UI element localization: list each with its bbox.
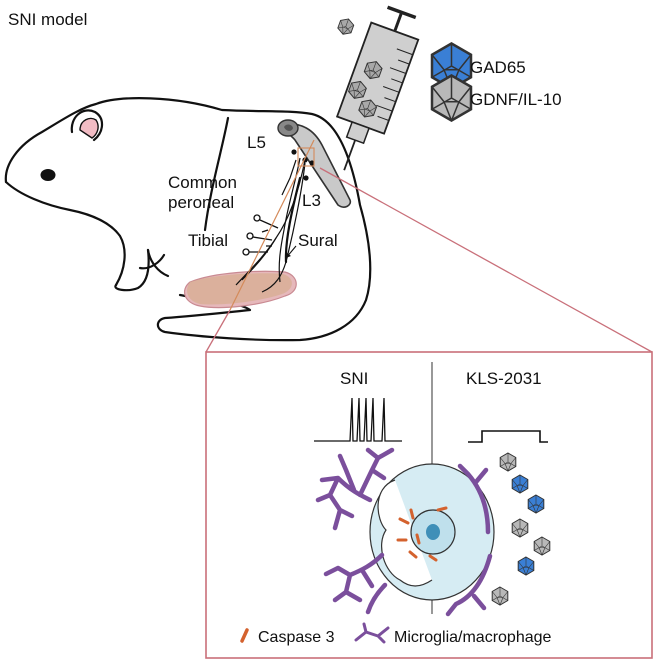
legend-top [430,42,473,122]
rat-front-paw [146,248,170,278]
label-l3: L3 [302,191,321,210]
trace-kls-flat [468,430,548,443]
rat-eye-icon [40,169,56,181]
page-title: SNI model [8,10,87,29]
syringe-icon [335,5,420,171]
label-common: Common [168,173,237,192]
rat-head-jaw [4,180,126,287]
sural-arrowhead [286,253,291,258]
microglia-kls [445,463,493,617]
rat-flank [203,116,230,232]
trace-sni-spikes [314,397,402,442]
legend-gdnf-label: GDNF/IL-10 [470,90,562,109]
inset-title-sni: SNI [340,369,368,388]
label-peroneal: peroneal [168,193,234,212]
label-tibial: Tibial [188,231,228,250]
rat-body-outline [4,97,372,342]
rat-inner-ear-icon [79,117,99,139]
drg-markers [291,149,315,181]
label-sural: Sural [298,231,338,250]
neuron-nucleolus [426,524,440,540]
inset-title-kls: KLS-2031 [466,369,542,388]
drg-focus-box [297,147,315,167]
legend-microglia-label: Microglia/macrophage [394,629,552,646]
hind-paw-inner [187,273,292,305]
zoom-line-left [205,309,231,353]
zoom-line-right [319,167,653,353]
caspase-marks [396,506,448,562]
ligation-marks [242,214,279,256]
legend-caspase-label: Caspase 3 [258,629,335,646]
rat-hind-thigh [284,176,302,264]
projection-line [229,139,315,311]
caspase-legend-icon [240,628,249,643]
rat-illustration [4,97,372,342]
spinal-grey-matter [284,124,293,131]
rat-front-leg [114,248,150,292]
legend-gad65-label: GAD65 [470,58,526,77]
label-l5: L5 [247,133,266,152]
rat-ear-outline [70,109,104,142]
microglia-legend-icon [354,622,390,644]
microglia-sni [315,447,395,615]
